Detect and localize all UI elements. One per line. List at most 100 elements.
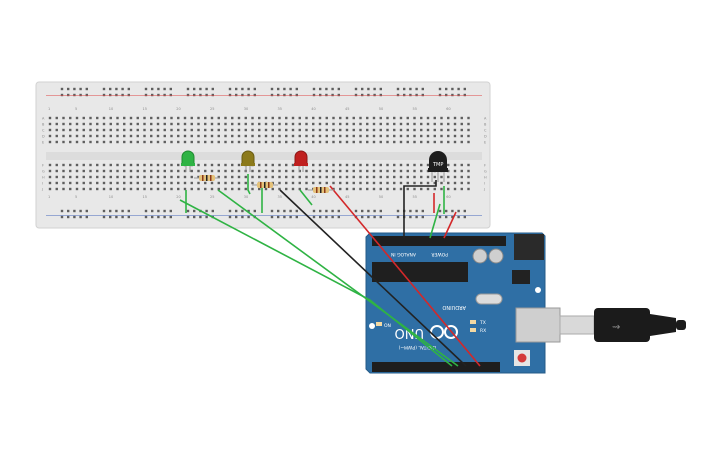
terminal-hole[interactable] bbox=[96, 187, 99, 191]
rail-hole[interactable] bbox=[144, 87, 148, 91]
terminal-hole[interactable] bbox=[352, 163, 355, 167]
rail-hole[interactable] bbox=[373, 209, 376, 213]
terminal-hole[interactable] bbox=[62, 163, 65, 167]
rail-hole[interactable] bbox=[115, 209, 118, 213]
terminal-hole[interactable] bbox=[440, 140, 443, 144]
terminal-hole[interactable] bbox=[413, 122, 416, 126]
terminal-hole[interactable] bbox=[150, 134, 153, 138]
terminal-hole[interactable] bbox=[318, 122, 322, 126]
terminal-hole[interactable] bbox=[102, 116, 106, 120]
terminal-hole[interactable] bbox=[386, 128, 389, 132]
arduino-uno-board[interactable]: UNO ARDUINO ANALOG IN POWER DIGITAL (PWM… bbox=[365, 232, 561, 374]
terminal-hole[interactable] bbox=[183, 175, 187, 179]
terminal-hole[interactable] bbox=[325, 175, 328, 179]
terminal-hole[interactable] bbox=[467, 187, 470, 191]
reset-button-cap[interactable] bbox=[517, 353, 527, 363]
terminal-hole[interactable] bbox=[379, 122, 382, 126]
terminal-hole[interactable] bbox=[217, 175, 220, 179]
rail-hole[interactable] bbox=[228, 209, 232, 213]
terminal-hole[interactable] bbox=[143, 116, 146, 120]
rail-hole[interactable] bbox=[438, 87, 442, 91]
terminal-hole[interactable] bbox=[332, 140, 335, 144]
terminal-hole[interactable] bbox=[372, 122, 376, 126]
terminal-hole[interactable] bbox=[224, 140, 227, 144]
terminal-hole[interactable] bbox=[406, 169, 409, 173]
terminal-hole[interactable] bbox=[420, 163, 423, 167]
terminal-hole[interactable] bbox=[217, 187, 220, 191]
terminal-hole[interactable] bbox=[298, 175, 301, 179]
terminal-hole[interactable] bbox=[447, 134, 450, 138]
terminal-hole[interactable] bbox=[96, 163, 99, 167]
rail-hole[interactable] bbox=[85, 209, 88, 213]
terminal-hole[interactable] bbox=[339, 175, 342, 179]
rail-hole[interactable] bbox=[367, 87, 370, 91]
terminal-hole[interactable] bbox=[413, 187, 416, 191]
terminal-hole[interactable] bbox=[224, 163, 227, 167]
rail-hole[interactable] bbox=[109, 209, 112, 213]
terminal-hole[interactable] bbox=[237, 187, 241, 191]
terminal-hole[interactable] bbox=[123, 140, 126, 144]
terminal-hole[interactable] bbox=[197, 128, 200, 132]
terminal-hole[interactable] bbox=[453, 163, 457, 167]
terminal-hole[interactable] bbox=[447, 163, 450, 167]
terminal-hole[interactable] bbox=[467, 122, 470, 126]
terminal-hole[interactable] bbox=[231, 187, 234, 191]
terminal-hole[interactable] bbox=[136, 116, 139, 120]
terminal-hole[interactable] bbox=[386, 116, 389, 120]
terminal-hole[interactable] bbox=[150, 116, 153, 120]
terminal-hole[interactable] bbox=[325, 134, 328, 138]
terminal-hole[interactable] bbox=[129, 128, 133, 132]
terminal-hole[interactable] bbox=[305, 140, 308, 144]
terminal-hole[interactable] bbox=[102, 169, 106, 173]
rail-hole[interactable] bbox=[79, 215, 82, 219]
terminal-hole[interactable] bbox=[291, 140, 295, 144]
terminal-hole[interactable] bbox=[345, 134, 349, 138]
terminal-hole[interactable] bbox=[163, 128, 166, 132]
terminal-hole[interactable] bbox=[177, 169, 180, 173]
terminal-hole[interactable] bbox=[170, 116, 173, 120]
terminal-hole[interactable] bbox=[109, 163, 112, 167]
terminal-hole[interactable] bbox=[426, 187, 430, 191]
terminal-hole[interactable] bbox=[399, 169, 403, 173]
terminal-hole[interactable] bbox=[136, 140, 139, 144]
terminal-hole[interactable] bbox=[217, 128, 220, 132]
terminal-hole[interactable] bbox=[197, 116, 200, 120]
terminal-hole[interactable] bbox=[453, 140, 457, 144]
terminal-hole[interactable] bbox=[298, 187, 301, 191]
terminal-hole[interactable] bbox=[352, 134, 355, 138]
rail-hole[interactable] bbox=[367, 215, 370, 219]
terminal-hole[interactable] bbox=[399, 134, 403, 138]
terminal-hole[interactable] bbox=[305, 134, 308, 138]
terminal-hole[interactable] bbox=[264, 134, 268, 138]
terminal-hole[interactable] bbox=[339, 128, 342, 132]
rail-hole[interactable] bbox=[331, 87, 334, 91]
terminal-hole[interactable] bbox=[197, 187, 200, 191]
terminal-hole[interactable] bbox=[156, 128, 160, 132]
terminal-hole[interactable] bbox=[89, 175, 92, 179]
terminal-hole[interactable] bbox=[197, 169, 200, 173]
terminal-hole[interactable] bbox=[460, 163, 463, 167]
rail-hole[interactable] bbox=[115, 215, 118, 219]
terminal-hole[interactable] bbox=[75, 122, 79, 126]
rail-hole[interactable] bbox=[60, 87, 64, 91]
temperature-sensor[interactable]: TMP bbox=[428, 151, 448, 182]
terminal-hole[interactable] bbox=[291, 128, 295, 132]
terminal-hole[interactable] bbox=[278, 163, 281, 167]
terminal-hole[interactable] bbox=[345, 116, 349, 120]
terminal-hole[interactable] bbox=[150, 175, 153, 179]
terminal-hole[interactable] bbox=[116, 175, 119, 179]
rail-hole[interactable] bbox=[127, 215, 130, 219]
terminal-hole[interactable] bbox=[413, 175, 416, 179]
terminal-hole[interactable] bbox=[291, 134, 295, 138]
terminal-hole[interactable] bbox=[467, 181, 470, 185]
terminal-hole[interactable] bbox=[96, 122, 99, 126]
terminal-hole[interactable] bbox=[271, 140, 274, 144]
terminal-hole[interactable] bbox=[258, 140, 261, 144]
terminal-hole[interactable] bbox=[305, 128, 308, 132]
terminal-hole[interactable] bbox=[237, 122, 241, 126]
rail-hole[interactable] bbox=[193, 87, 196, 91]
rail-hole[interactable] bbox=[193, 209, 196, 213]
rail-hole[interactable] bbox=[85, 87, 88, 91]
terminal-hole[interactable] bbox=[460, 140, 463, 144]
